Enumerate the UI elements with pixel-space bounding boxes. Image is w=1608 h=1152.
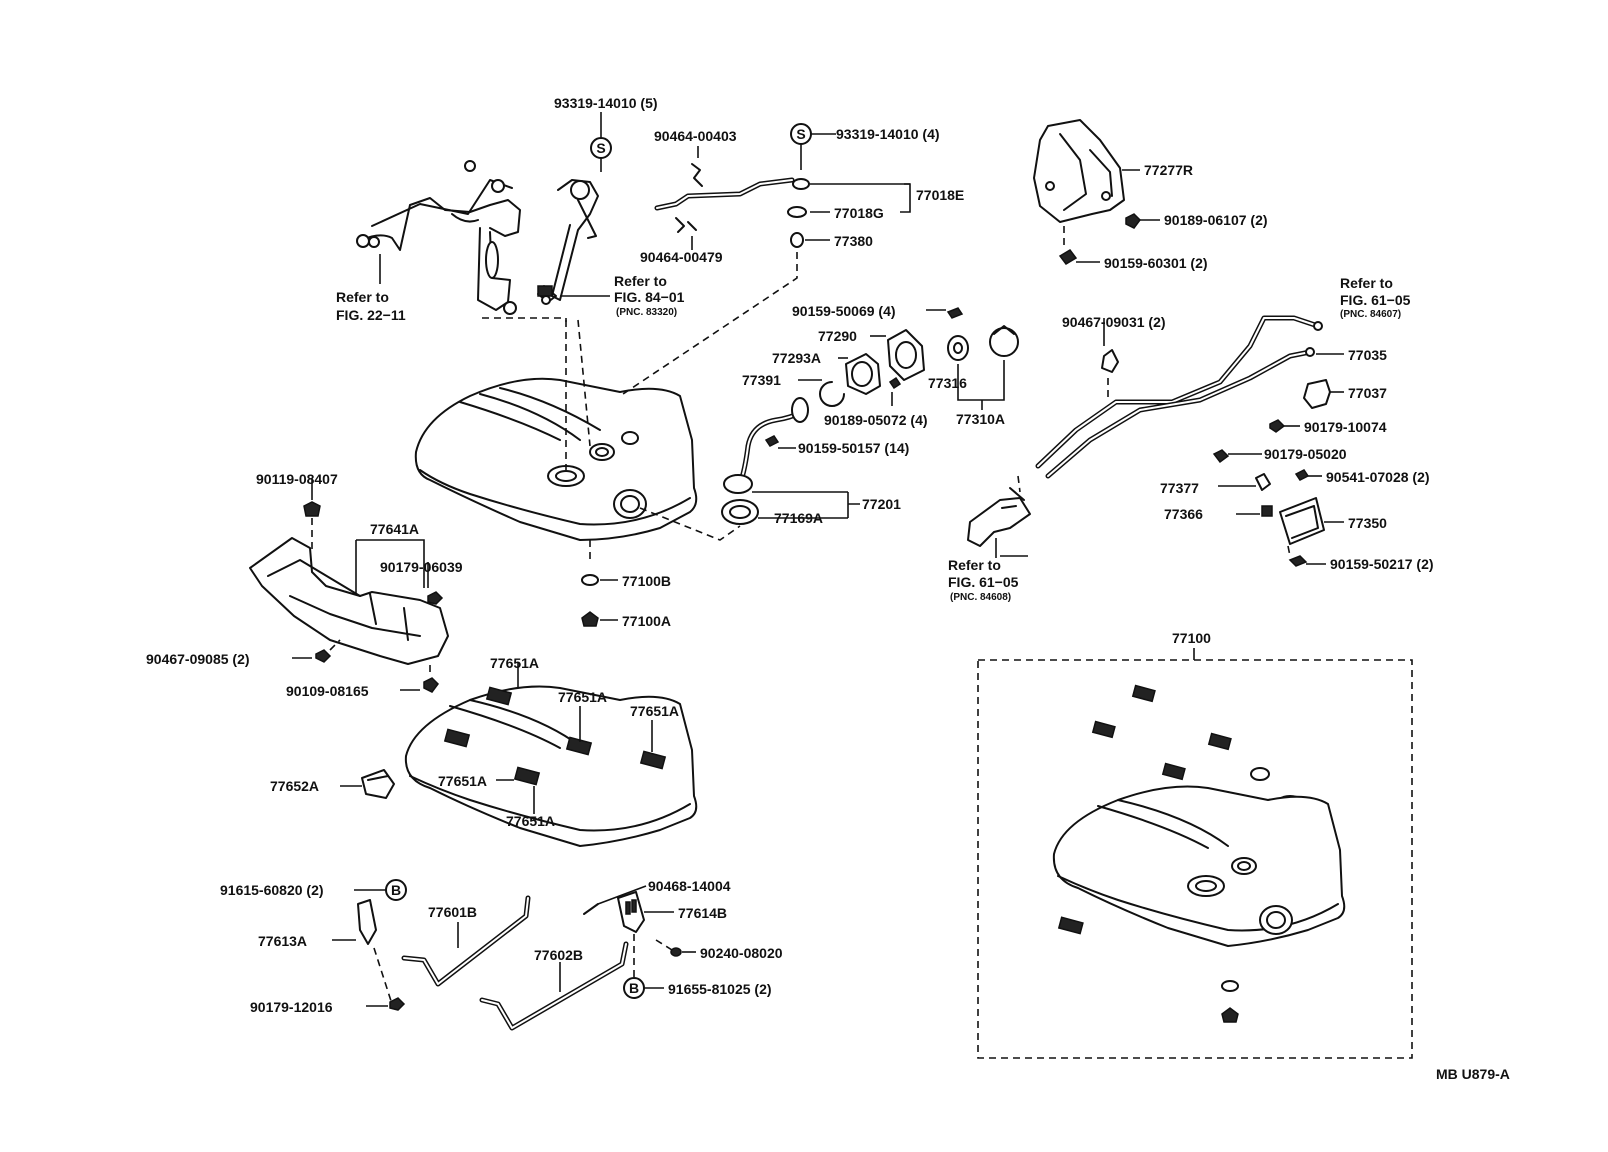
label-90541-07028: 90541-07028 (2) <box>1326 469 1430 485</box>
label-77035: 77035 <box>1348 347 1387 363</box>
label-77037: 77037 <box>1348 385 1387 401</box>
label-ref-fig84-line2: FIG. 84−01 <box>614 289 685 305</box>
label-ref-fig61a-line1: Refer to <box>1340 275 1393 291</box>
label-90179-12016: 90179-12016 <box>250 999 333 1015</box>
heat-protector-77277r <box>1033 119 1125 223</box>
label-ref-fig61b-line2: FIG. 61−05 <box>948 574 1019 590</box>
label-ref-fig22-line1: Refer to <box>336 289 389 305</box>
label-77652a: 77652A <box>270 778 319 794</box>
lid-spring-77037 <box>1303 379 1331 409</box>
label-90159-60301: 90159-60301 (2) <box>1104 255 1208 271</box>
label-77651a-2: 77651A <box>558 689 607 705</box>
label-90179-10074: 90179-10074 <box>1304 419 1387 435</box>
label-93319-14010-4: 93319-14010 (4) <box>836 126 940 142</box>
label-90464-00403: 90464-00403 <box>654 128 737 144</box>
label-77613a: 77613A <box>258 933 307 949</box>
label-90468-14004: 90468-14004 <box>648 878 731 894</box>
label-ref-fig84-line1: Refer to <box>614 273 667 289</box>
label-77641a: 77641A <box>370 521 419 537</box>
filler-cap-gasket-77316 <box>947 335 969 361</box>
b-symbol-right-letter: B <box>629 980 639 996</box>
label-77316: 77316 <box>928 375 967 391</box>
filler-pipe-77201 <box>721 397 809 525</box>
label-77614b: 77614B <box>678 905 727 921</box>
fuel-tank-protector-77641a <box>249 537 449 665</box>
label-77651a-5: 77651A <box>506 813 555 829</box>
label-90119-08407: 90119-08407 <box>256 471 338 487</box>
b-symbol-left: B <box>385 879 407 901</box>
fuel-cap-77310a <box>989 325 1019 357</box>
filler-pipe-seal-77293a <box>845 353 881 395</box>
label-77380: 77380 <box>834 233 873 249</box>
fuel-pump-bracket <box>356 160 521 315</box>
label-77350: 77350 <box>1348 515 1387 531</box>
label-77290: 77290 <box>818 328 857 344</box>
strap-bracket-77613a <box>357 899 377 945</box>
strap-bracket-77614b <box>617 891 645 933</box>
label-93319-14010-5: 93319-14010 (5) <box>554 95 658 111</box>
b-symbol-right: B <box>623 977 645 999</box>
label-90240-08020: 90240-08020 <box>700 945 783 961</box>
label-ref-fig84-pnc: (PNC. 83320) <box>616 307 677 318</box>
label-90179-06039: 90179-06039 <box>380 559 463 575</box>
s-symbol-left: S <box>590 137 612 159</box>
label-77169a: 77169A <box>774 510 823 526</box>
label-ref-fig61a-line2: FIG. 61−05 <box>1340 292 1411 308</box>
fuel-tank-lower <box>404 685 698 847</box>
cushion-77652a <box>361 769 395 799</box>
s-symbol-right-letter: S <box>796 126 805 142</box>
fuel-lid-77350 <box>1279 497 1325 545</box>
label-90464-00479: 90464-00479 <box>640 249 723 265</box>
label-90189-06107: 90189-06107 (2) <box>1164 212 1268 228</box>
label-90467-09031: 90467-09031 (2) <box>1062 314 1166 330</box>
label-77100b: 77100B <box>622 573 671 589</box>
label-77651a-4: 77651A <box>438 773 487 789</box>
lid-opener-bracket <box>967 487 1031 547</box>
label-77651a-3: 77651A <box>630 703 679 719</box>
snap-ring-77391 <box>819 381 845 407</box>
label-90109-08165: 90109-08165 <box>286 683 369 699</box>
label-ref-fig22-line2: FIG. 22−11 <box>336 307 406 323</box>
label-77018g: 77018G <box>834 205 884 221</box>
b-symbol-left-letter: B <box>391 882 401 898</box>
label-77391: 77391 <box>742 372 781 388</box>
label-77651a-1: 77651A <box>490 655 539 671</box>
assembly-77100-box <box>977 648 1413 1059</box>
tank-cushions <box>443 686 667 786</box>
label-90467-09085: 90467-09085 (2) <box>146 651 250 667</box>
label-77201: 77201 <box>862 496 901 512</box>
label-90179-05020: 90179-05020 <box>1264 446 1347 462</box>
label-77310a: 77310A <box>956 411 1005 427</box>
label-77018e: 77018E <box>916 187 964 203</box>
fuel-pipe-77018e <box>654 163 810 248</box>
label-77602b: 77602B <box>534 947 583 963</box>
diagram-code: MB U879-A <box>1436 1066 1510 1082</box>
label-90159-50157: 90159-50157 (14) <box>798 440 909 456</box>
label-77601b: 77601B <box>428 904 477 920</box>
s-symbol-right: S <box>790 123 812 145</box>
label-ref-fig61b-pnc: (PNC. 84608) <box>950 592 1011 603</box>
fuel-tank-upper <box>414 377 698 541</box>
fuel-tank-strap-77602b <box>479 941 629 1031</box>
label-91655-81025: 91655-81025 (2) <box>668 981 772 997</box>
label-90189-05072: 90189-05072 (4) <box>824 412 928 428</box>
label-77100: 77100 <box>1172 630 1211 646</box>
label-77293a: 77293A <box>772 350 821 366</box>
filler-pipe-gasket-77290 <box>887 329 925 381</box>
label-77377: 77377 <box>1160 480 1199 496</box>
label-ref-fig61a-pnc: (PNC. 84607) <box>1340 309 1401 320</box>
fuel-lid-cable <box>1035 315 1323 479</box>
label-91615-60820: 91615-60820 (2) <box>220 882 324 898</box>
fuel-tank-strap-77601b <box>401 895 531 987</box>
label-90159-50217: 90159-50217 (2) <box>1330 556 1434 572</box>
label-90159-50069: 90159-50069 (4) <box>792 303 896 319</box>
s-symbol-left-letter: S <box>596 140 605 156</box>
label-77277r: 77277R <box>1144 162 1193 178</box>
label-ref-fig61b-line1: Refer to <box>948 557 1001 573</box>
label-77100a: 77100A <box>622 613 671 629</box>
label-77366: 77366 <box>1164 506 1203 522</box>
fuel-sender-gauge <box>537 179 599 305</box>
